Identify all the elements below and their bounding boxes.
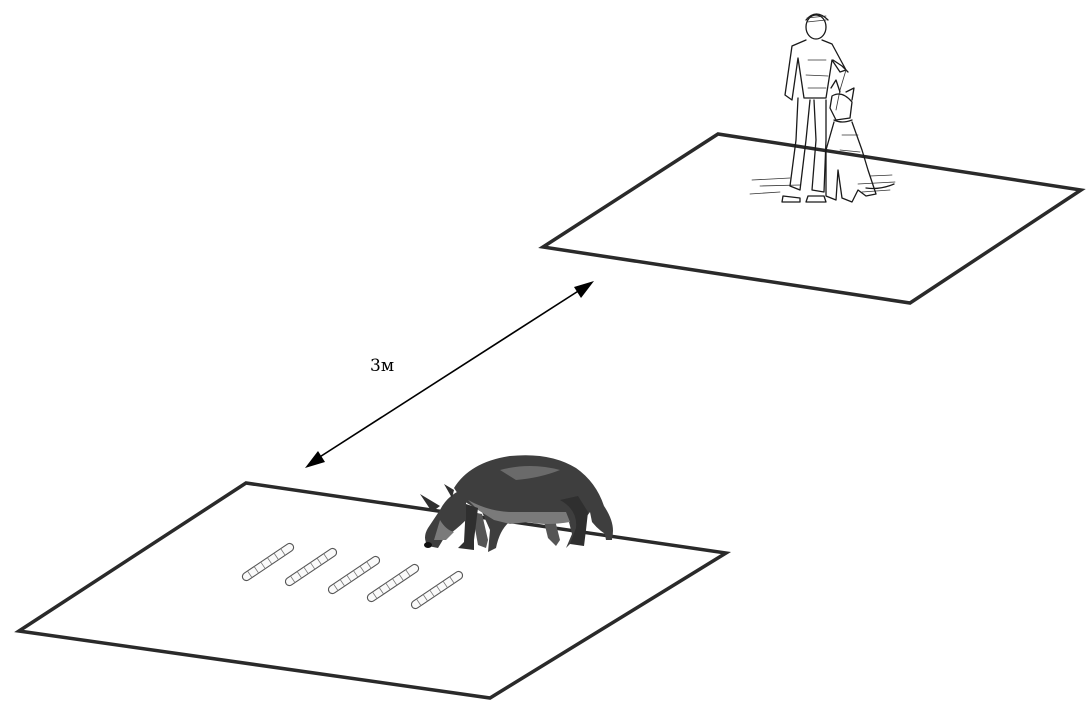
arrow-head-lower: [305, 451, 325, 468]
scent-tube: [327, 555, 381, 595]
scent-tube: [410, 570, 464, 610]
scent-tube: [241, 542, 295, 582]
arrow-head-upper: [574, 281, 594, 298]
sitting-dog: [825, 79, 895, 203]
handler-figure: [749, 13, 896, 203]
sniffing-dog: [420, 455, 613, 552]
near-platform: [14, 481, 732, 700]
scent-tubes: [241, 542, 464, 610]
far-platform: [538, 132, 1086, 305]
distance-label: 3м: [370, 356, 394, 376]
scent-tube: [366, 563, 420, 603]
distance-arrow: [305, 281, 594, 468]
scent-tube: [284, 547, 338, 587]
